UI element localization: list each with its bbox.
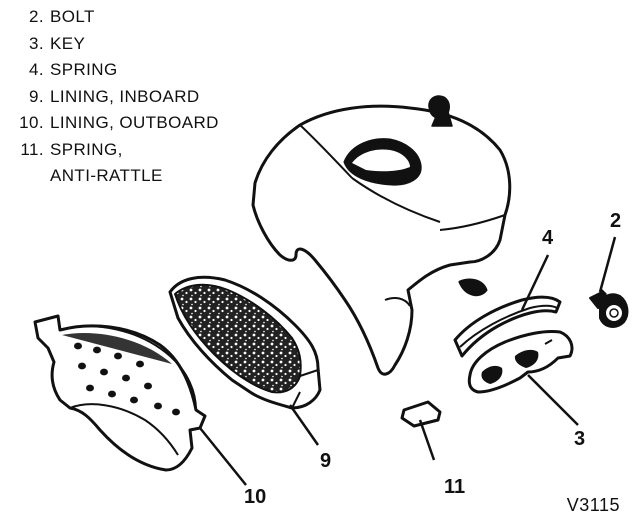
spring-part	[453, 295, 562, 358]
leader-4	[520, 254, 550, 311]
legend-item-spring: 4.SPRING	[29, 60, 118, 79]
lining-outboard	[33, 314, 207, 472]
leader-10	[199, 427, 247, 486]
parts-legend: 2.BOLT 3.KEY 4.SPRING 9.LINING, INBOARD …	[4, 4, 219, 190]
bolt-part	[589, 289, 629, 328]
legend-item-anti-rattle-spring: 11.SPRING,	[20, 139, 123, 159]
callout-lining-inboard: 9	[320, 450, 332, 472]
legend-item-lining-outboard: 10.LINING, OUTBOARD	[19, 113, 219, 132]
leader-11	[418, 419, 436, 461]
callout-key: 3	[574, 428, 586, 450]
lining-inboard	[168, 275, 322, 410]
caliper-housing	[251, 95, 512, 376]
legend-item-bolt: 2.BOLT	[29, 7, 95, 26]
legend-item-lining-inboard: 9.LINING, INBOARD	[29, 86, 200, 106]
anti-rattle-spring-part	[400, 400, 442, 428]
key-part	[467, 330, 574, 394]
leader-3	[527, 374, 579, 426]
leader-2	[598, 236, 617, 293]
lining-rivet-holes	[74, 342, 180, 416]
leader-lines	[199, 236, 617, 486]
callout-spring: 4	[542, 227, 554, 249]
callout-bolt: 2	[610, 210, 622, 232]
callout-anti-rattle-spring: 11	[444, 476, 466, 498]
figure-code: V3115	[566, 495, 620, 515]
leader-9	[288, 404, 320, 446]
callout-lining-outboard: 10	[244, 486, 267, 508]
legend-item-continuation: ANTI-RATTLE	[50, 166, 163, 185]
legend-item-key: 3.KEY	[29, 33, 86, 53]
